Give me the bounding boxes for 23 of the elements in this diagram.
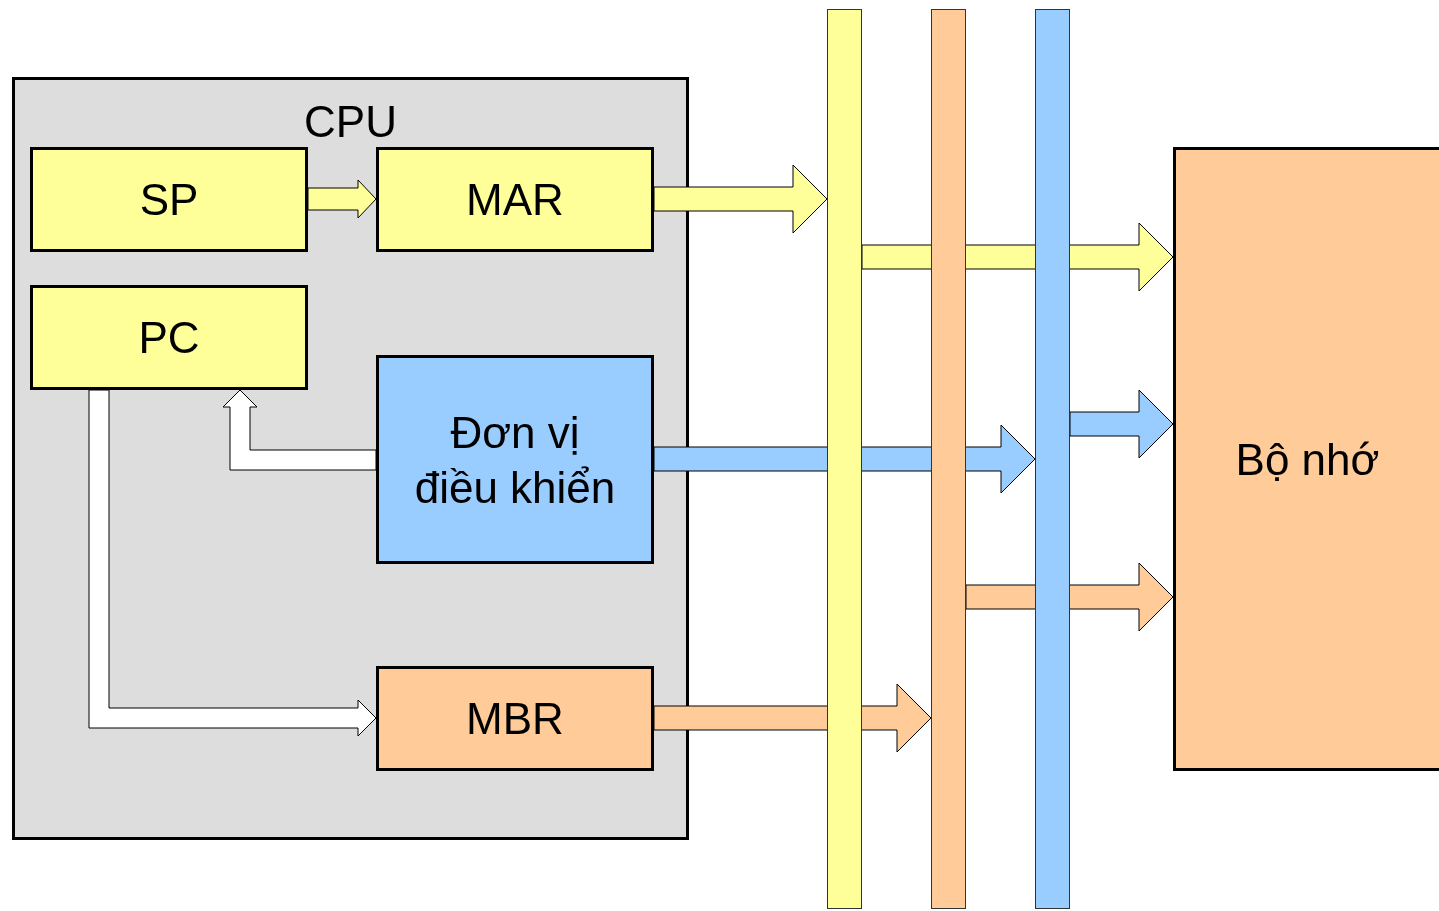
bus-bar: [931, 9, 966, 909]
control-unit-box: [376, 355, 654, 564]
block-arrow: [653, 683, 932, 753]
block-arrow: [1069, 389, 1174, 459]
block-arrow: [88, 389, 377, 737]
node-label: SP: [138, 174, 200, 226]
register-box: [30, 147, 308, 252]
node-label: PC: [137, 312, 201, 364]
block-arrow: [653, 164, 828, 234]
node-label: Bộ nhớ: [1234, 433, 1381, 486]
node-label: MAR: [465, 174, 565, 226]
group-title: CPU: [303, 96, 398, 148]
block-arrow: [222, 389, 377, 471]
node-label: MBR: [465, 693, 565, 745]
register-box: [376, 666, 654, 771]
memory-box: [1173, 147, 1439, 771]
register-box: [30, 285, 308, 390]
bus-bar: [827, 9, 862, 909]
cpu-box: [12, 77, 689, 840]
block-arrow: [307, 179, 377, 219]
register-box: [376, 147, 654, 252]
bus-bar: [1035, 9, 1070, 909]
node-label: Đơn vị điều khiển: [413, 406, 617, 514]
